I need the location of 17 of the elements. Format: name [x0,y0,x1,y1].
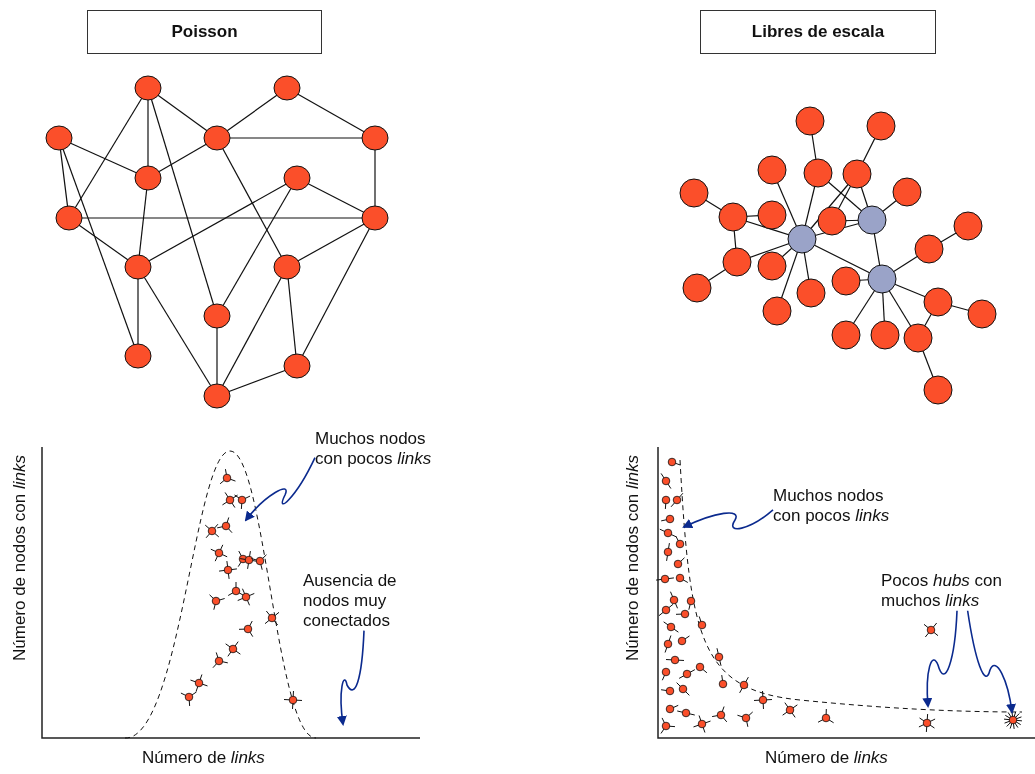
axis-title: Número de nodos con links [10,455,30,661]
axis-title: Número de links [765,748,888,768]
title-box [700,10,936,54]
curved-arrow [922,609,958,708]
title-box [87,10,322,54]
annotation-text: Muchos nodos con pocos links [315,429,433,469]
axis-title: Número de nodos con links [623,455,643,661]
title-text: Poisson [171,22,238,42]
curved-arrow [244,456,316,522]
annotation-text: Ausencia de nodos muy conectados [303,571,398,631]
axis-title: Número de links [142,748,265,768]
annotation-text: Muchos nodos con pocos links [773,486,891,526]
curved-arrow [337,629,365,726]
title-text: Libres de escala [751,22,885,42]
curved-arrow [682,509,774,530]
annotation-text: Pocos hubs con muchos links [881,571,1003,611]
curved-arrow [966,609,1016,714]
